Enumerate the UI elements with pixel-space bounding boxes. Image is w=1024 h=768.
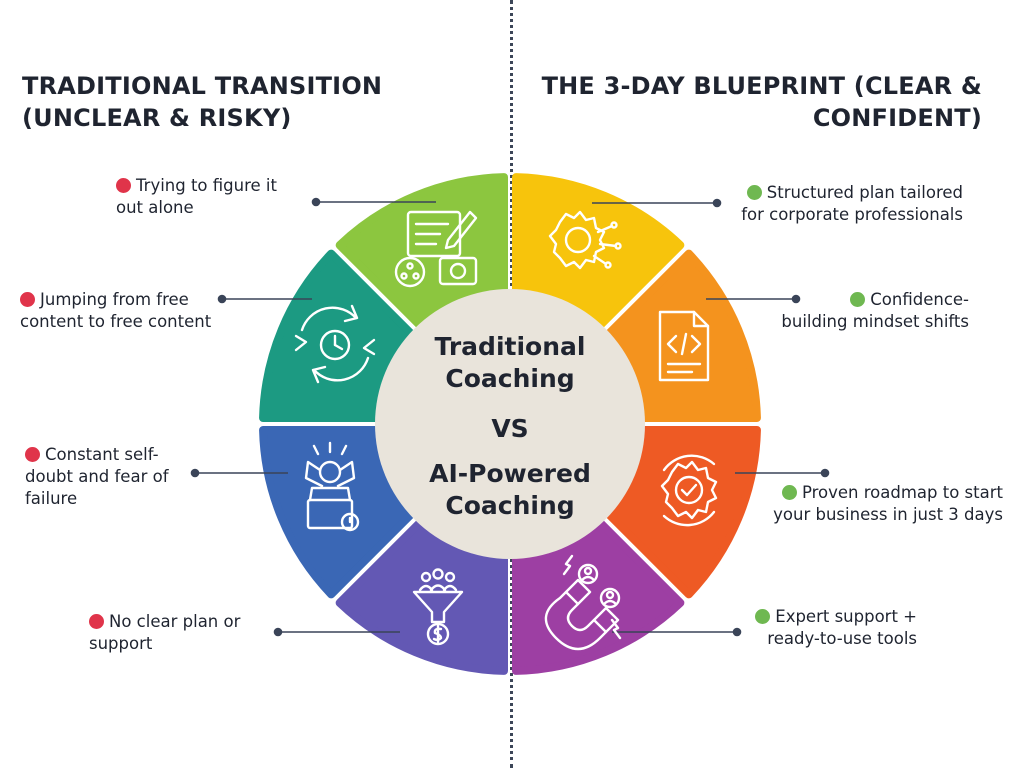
connector-left-2-dot: [217, 294, 227, 304]
document-film-icon: [394, 210, 478, 288]
center-text-coaching-1: Coaching: [445, 364, 574, 393]
check-gear-icon: [660, 454, 718, 527]
center-text-coaching-2: Coaching: [445, 491, 574, 520]
left-item-3: Constant self- doubt and fear of failure: [25, 444, 169, 510]
green-bullet-icon: [755, 609, 771, 624]
left-item-4-line-2: support: [89, 634, 153, 653]
left-item-3-line-3: failure: [25, 489, 78, 508]
connector-lines: [190, 197, 830, 637]
connector-left-3-dot: [190, 468, 200, 478]
right-item-2-line-1: Confidence-: [870, 290, 969, 309]
connector-right-1-dot: [712, 198, 722, 208]
center-text-ai-powered: AI-Powered: [429, 459, 591, 488]
center-circle: [375, 289, 645, 559]
connector-left-1-dot: [311, 197, 321, 207]
ai-gear-icon: [548, 210, 622, 270]
left-item-1-line-2: out alone: [116, 198, 194, 217]
right-item-4-line-1: Expert support +: [775, 607, 917, 626]
left-item-2: Jumping from free content to free conten…: [20, 289, 211, 333]
connector-right-4-dot: [732, 627, 742, 637]
red-bullet-icon: [116, 178, 131, 193]
right-item-1: Structured plan tailored for corporate p…: [741, 182, 963, 226]
left-item-4-line-1: No clear plan or: [109, 612, 241, 631]
left-item-1: Trying to figure it out alone: [116, 175, 277, 219]
right-item-4: Expert support + ready-to-use tools: [755, 606, 917, 650]
refresh-clock-icon: [294, 304, 376, 384]
blueprint-heading-line-2: CONFIDENT): [812, 104, 982, 132]
left-item-4: No clear plan or support: [89, 611, 240, 655]
right-item-3-line-1: Proven roadmap to start: [801, 483, 1003, 502]
right-item-1-line-1: Structured plan tailored: [766, 183, 963, 202]
code-file-icon: [658, 310, 710, 382]
left-item-3-line-1: Constant self-: [45, 445, 159, 464]
right-item-3: Proven roadmap to start your business in…: [773, 482, 1003, 526]
traditional-heading-line-2: (UNCLEAR & RISKY): [22, 104, 292, 132]
stressed-laptop-icon: [304, 441, 360, 532]
funnel-dollar-icon: [412, 568, 464, 646]
right-item-4-line-2: ready-to-use tools: [767, 629, 917, 648]
green-bullet-icon: [746, 185, 762, 200]
left-item-3-line-2: doubt and fear of: [25, 467, 169, 486]
right-item-2: Confidence- building mindset shifts: [781, 289, 969, 333]
blueprint-heading-line-1: THE 3-DAY BLUEPRINT (CLEAR &: [541, 72, 982, 100]
magnet-users-icon: [544, 554, 622, 651]
red-bullet-icon: [25, 447, 40, 462]
left-item-2-line-2: content to free content: [20, 312, 212, 331]
right-item-1-line-2: for corporate professionals: [741, 205, 963, 224]
red-bullet-icon: [20, 292, 35, 307]
right-item-3-line-2: your business in just 3 days: [773, 505, 1003, 524]
center-text-traditional: Traditional: [435, 332, 586, 361]
right-item-2-line-2: building mindset shifts: [781, 312, 969, 331]
blueprint-heading: THE 3-DAY BLUEPRINT (CLEAR & CONFIDENT): [522, 70, 982, 134]
green-bullet-icon: [850, 292, 866, 307]
connector-right-3-dot: [820, 468, 830, 478]
left-item-2-line-1: Jumping from free: [40, 290, 189, 309]
green-bullet-icon: [781, 485, 797, 500]
center-text-vs: VS: [491, 414, 528, 443]
traditional-heading: TRADITIONAL TRANSITION (UNCLEAR & RISKY): [22, 70, 482, 134]
traditional-heading-line-1: TRADITIONAL TRANSITION: [22, 72, 383, 100]
left-item-1-line-1: Trying to figure it: [136, 176, 277, 195]
red-bullet-icon: [89, 614, 104, 629]
connector-right-2-dot: [791, 294, 801, 304]
connector-left-4-dot: [273, 627, 283, 637]
